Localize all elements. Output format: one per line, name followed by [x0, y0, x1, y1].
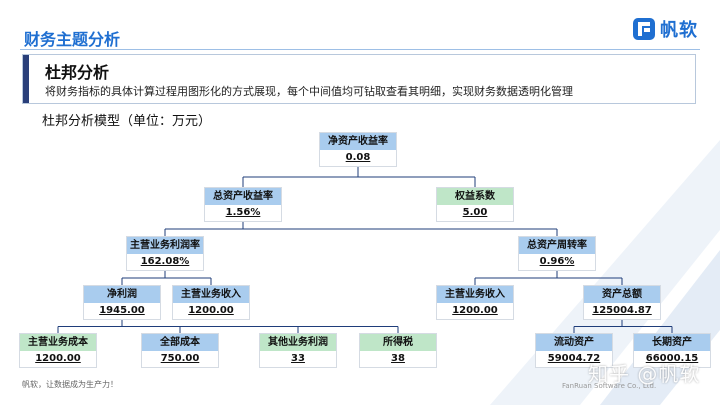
fanruan-logo-icon [633, 18, 655, 40]
node-label: 资产总额 [584, 286, 660, 303]
node-value-text[interactable]: 1.56% [225, 207, 261, 218]
node-value[interactable]: 38 [360, 351, 436, 367]
node-value[interactable]: 1.56% [205, 205, 281, 221]
node-value-text[interactable]: 1200.00 [452, 305, 498, 316]
node-value-text[interactable]: 1945.00 [99, 305, 145, 316]
node-value-text[interactable]: 125004.87 [592, 305, 652, 316]
node-value-text[interactable]: 0.96% [539, 256, 575, 267]
node-label: 长期资产 [634, 334, 710, 351]
node-value-text[interactable]: 750.00 [160, 353, 200, 364]
node-value[interactable]: 1200.00 [173, 303, 249, 319]
intro-accent-bar [23, 55, 29, 103]
intro-title: 杜邦分析 [45, 63, 110, 82]
node-value-text[interactable]: 38 [391, 353, 405, 364]
node-value[interactable]: 1945.00 [84, 303, 160, 319]
intro-description: 将财务指标的具体计算过程用图形化的方式展现，每个中间值均可钻取查看其明细，实现财… [45, 85, 573, 98]
node-value[interactable]: 59004.72 [536, 351, 612, 367]
node-net-margin[interactable]: 主营业务利润率 162.08% [127, 237, 203, 270]
node-label: 主营业务收入 [437, 286, 513, 303]
node-revenue-left[interactable]: 主营业务收入 1200.00 [173, 286, 249, 319]
node-value-text[interactable]: 66000.15 [645, 353, 699, 364]
node-value[interactable]: 66000.15 [634, 351, 710, 367]
footer-company: FanRuan Software Co., Ltd. [562, 382, 657, 390]
node-value-text[interactable]: 5.00 [462, 207, 488, 218]
node-label: 所得税 [360, 334, 436, 351]
intro-panel: 杜邦分析 将财务指标的具体计算过程用图形化的方式展现，每个中间值均可钻取查看其明… [22, 54, 696, 104]
node-value-text[interactable]: 33 [291, 353, 305, 364]
node-value-text[interactable]: 1200.00 [35, 353, 81, 364]
node-label: 总资产周转率 [519, 237, 595, 254]
node-cost-main[interactable]: 主营业务成本 1200.00 [20, 334, 96, 367]
node-value[interactable]: 33 [260, 351, 336, 367]
node-label: 权益系数 [437, 188, 513, 205]
node-value[interactable]: 162.08% [127, 254, 203, 270]
node-value[interactable]: 5.00 [437, 205, 513, 221]
footer-slogan: 帆软，让数据成为生产力！ [22, 380, 118, 389]
node-label: 其他业务利润 [260, 334, 336, 351]
node-asset-turnover[interactable]: 总资产周转率 0.96% [519, 237, 595, 270]
node-value-text[interactable]: 0.08 [345, 152, 371, 163]
node-value[interactable]: 1200.00 [437, 303, 513, 319]
node-net-profit[interactable]: 净利润 1945.00 [84, 286, 160, 319]
node-value-text[interactable]: 1200.00 [188, 305, 234, 316]
node-label: 流动资产 [536, 334, 612, 351]
node-current-assets[interactable]: 流动资产 59004.72 [536, 334, 612, 367]
model-label: 杜邦分析模型（单位：万元） [42, 114, 212, 129]
node-value[interactable]: 125004.87 [584, 303, 660, 319]
node-value[interactable]: 0.08 [320, 150, 396, 166]
node-value[interactable]: 0.96% [519, 254, 595, 270]
node-value[interactable]: 1200.00 [20, 351, 96, 367]
node-value[interactable]: 750.00 [142, 351, 218, 367]
node-other-profit[interactable]: 其他业务利润 33 [260, 334, 336, 367]
node-revenue-right[interactable]: 主营业务收入 1200.00 [437, 286, 513, 319]
node-label: 主营业务收入 [173, 286, 249, 303]
node-total-assets[interactable]: 资产总额 125004.87 [584, 286, 660, 319]
node-label: 总资产收益率 [205, 188, 281, 205]
node-label: 全部成本 [142, 334, 218, 351]
watermark: 知乎 @帆软 [588, 362, 701, 386]
header-divider [20, 49, 700, 50]
node-cost-total[interactable]: 全部成本 750.00 [142, 334, 218, 367]
brand-name: 帆软 [660, 20, 698, 41]
node-label: 主营业务成本 [20, 334, 96, 351]
node-label: 净利润 [84, 286, 160, 303]
node-equity-multiplier[interactable]: 权益系数 5.00 [437, 188, 513, 221]
brand-logo: 帆软 [632, 16, 698, 42]
node-label: 净资产收益率 [320, 133, 396, 150]
node-value-text[interactable]: 162.08% [140, 256, 190, 267]
node-roa[interactable]: 总资产收益率 1.56% [205, 188, 281, 221]
node-longterm-assets[interactable]: 长期资产 66000.15 [634, 334, 710, 367]
page-title: 财务主题分析 [24, 30, 121, 49]
node-income-tax[interactable]: 所得税 38 [360, 334, 436, 367]
node-label: 主营业务利润率 [127, 237, 203, 254]
node-value-text[interactable]: 59004.72 [547, 353, 601, 364]
node-roe[interactable]: 净资产收益率 0.08 [320, 133, 396, 166]
